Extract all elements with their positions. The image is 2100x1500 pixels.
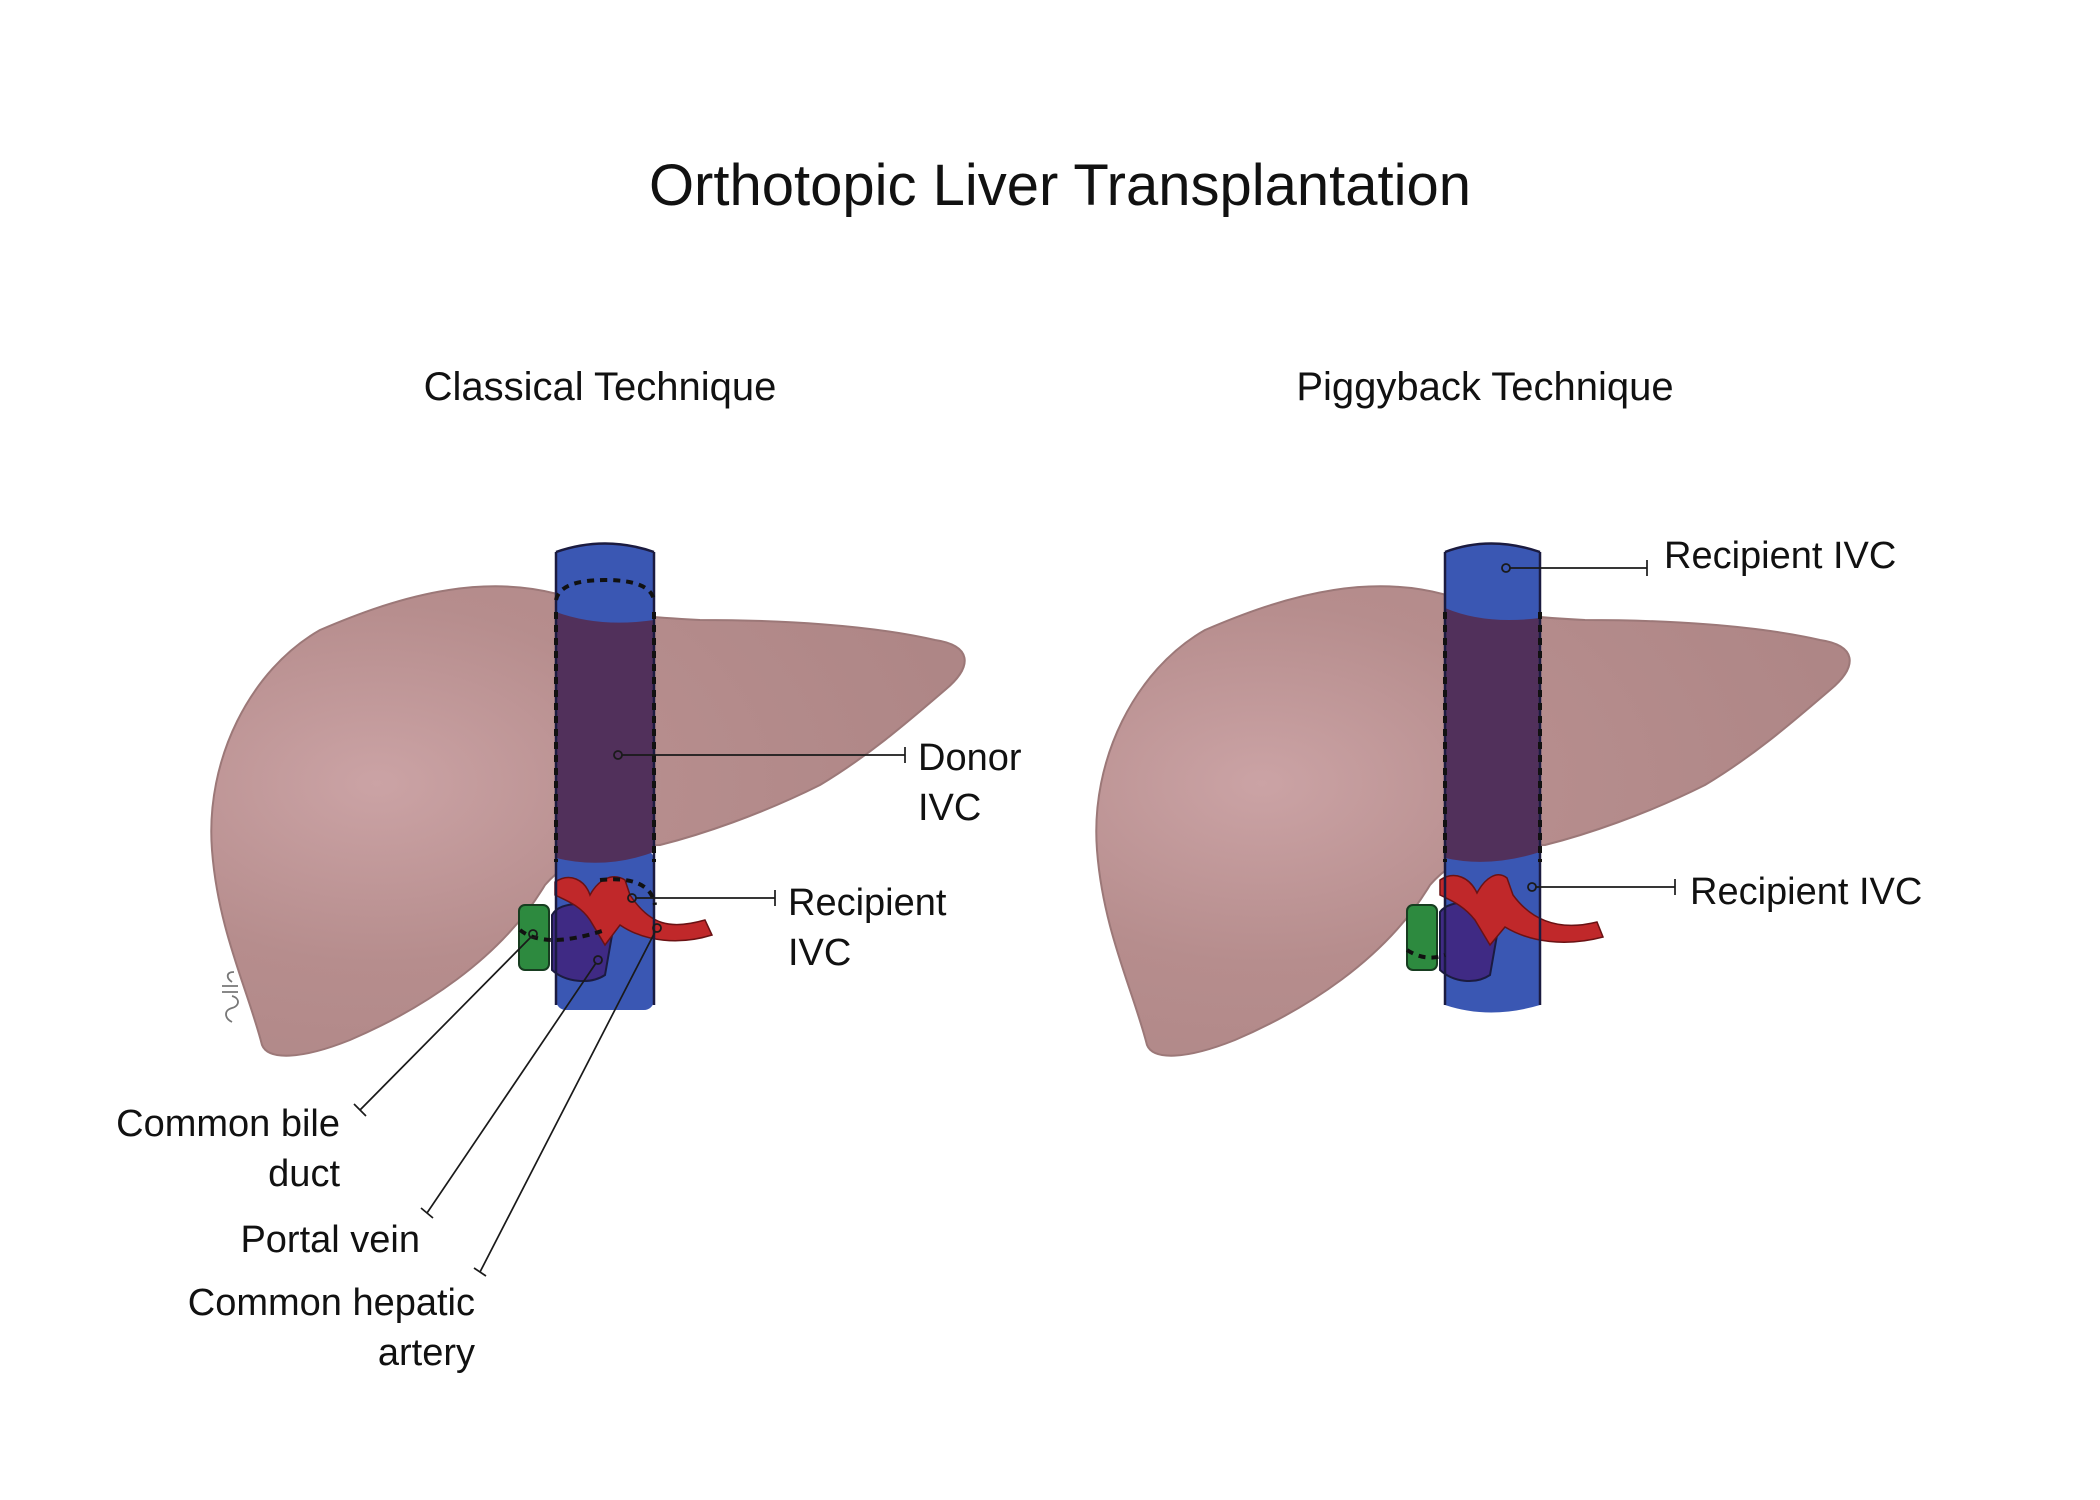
label-recipient-ivc-line2: IVC [788, 932, 851, 974]
bile-duct-piggyback [1406, 904, 1438, 971]
panel-piggyback: Piggyback Technique [1095, 365, 1922, 1057]
piggyback-technique-subtitle: Piggyback Technique [1296, 365, 1673, 409]
hepatic-artery-classical [554, 876, 714, 947]
panel-classical: Classical Technique Donor IVC [116, 365, 1022, 1374]
classical-technique-subtitle: Classical Technique [424, 365, 777, 409]
label-common-hepatic-artery-line1: Common hepatic [188, 1282, 475, 1324]
label-recipient-ivc-upper: Recipient IVC [1664, 535, 1896, 577]
label-recipient-ivc-line1: Recipient [788, 882, 947, 924]
label-recipient-ivc-lower: Recipient IVC [1690, 871, 1922, 913]
donor-ivc-classical [556, 612, 654, 863]
label-common-bile-duct-line1: Common bile [116, 1103, 340, 1145]
page-title: Orthotopic Liver Transplantation [649, 153, 1471, 218]
donor-ivc-piggyback [1445, 608, 1540, 862]
recipient-ivc-upper-classical [556, 543, 654, 625]
label-portal-vein: Portal vein [240, 1219, 420, 1261]
label-common-bile-duct-line2: duct [268, 1153, 340, 1195]
artist-signature [222, 971, 239, 1023]
label-donor-ivc-line1: Donor [918, 737, 1022, 779]
hepatic-artery-piggyback [1439, 874, 1605, 947]
label-common-hepatic-artery-line2: artery [378, 1332, 475, 1374]
label-donor-ivc-line2: IVC [918, 787, 981, 829]
